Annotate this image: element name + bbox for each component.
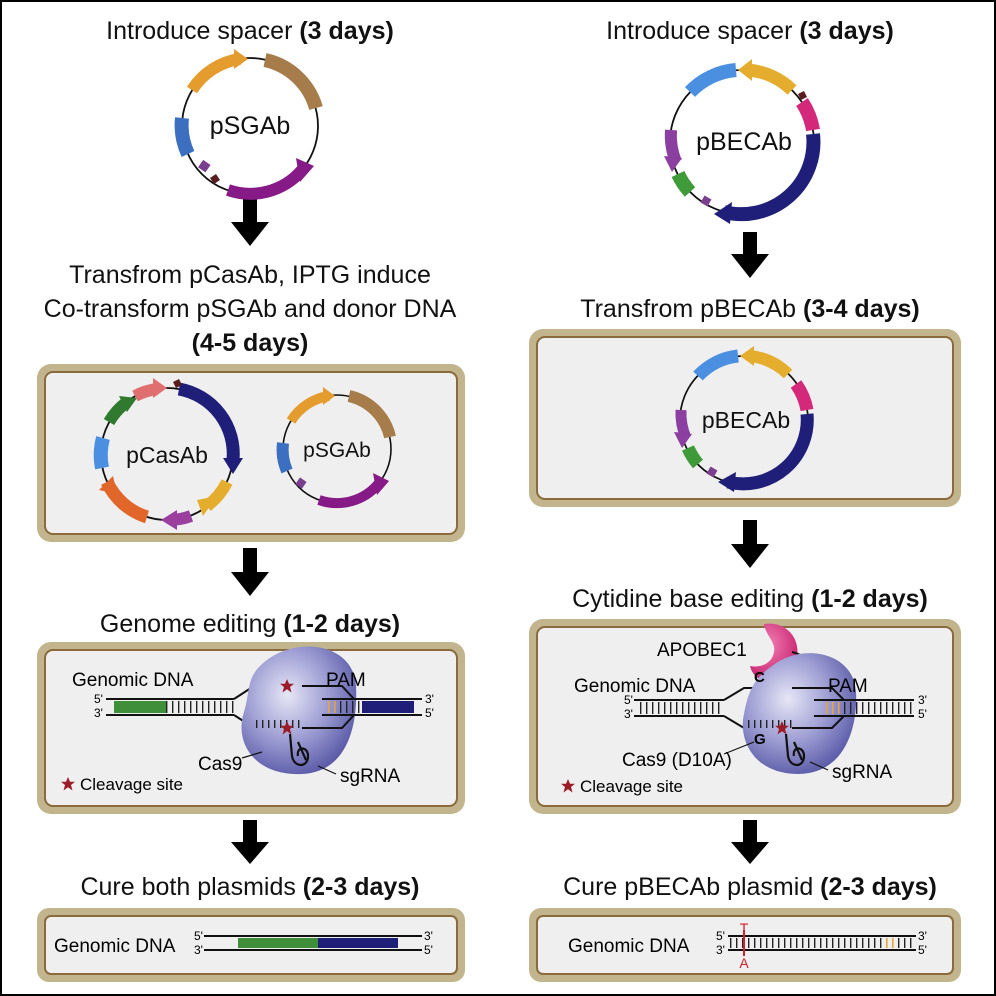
down-arrow-icon bbox=[731, 520, 769, 568]
down-arrow-icon bbox=[231, 548, 269, 596]
svg-text:5': 5' bbox=[918, 943, 927, 957]
down-arrow-icon bbox=[731, 232, 769, 278]
right-step3-title: Cytidine base editing (1-2 days) bbox=[572, 585, 928, 613]
right-editing-diagram: APOBEC1 Genomic DNA 5' 3' 3' 5' C bbox=[561, 623, 927, 796]
base-c-label: C bbox=[754, 669, 765, 686]
left-step3-title: Genome editing (1-2 days) bbox=[99, 610, 401, 638]
plasmid-icon: pSGAb bbox=[276, 387, 396, 509]
sgrna-label: sgRNA bbox=[340, 766, 401, 787]
sgrna-label: sgRNA bbox=[832, 762, 893, 783]
left-step2-time: (4-5 days) bbox=[191, 329, 309, 357]
plasmid-icon: pSGAb bbox=[174, 49, 323, 200]
down-arrow-icon bbox=[231, 198, 269, 246]
base-g-label: G bbox=[754, 731, 766, 748]
plasmid-icon: pCasAb bbox=[93, 378, 243, 530]
plasmid-label: pBECAb bbox=[696, 128, 792, 156]
pam-label: PAM bbox=[326, 670, 366, 691]
svg-text:3': 3' bbox=[94, 706, 103, 720]
genomic-dna-label: Genomic DNA bbox=[568, 936, 690, 957]
pam-label: PAM bbox=[828, 676, 868, 697]
base-t-label: T bbox=[740, 920, 749, 936]
svg-text:5': 5' bbox=[424, 943, 433, 957]
plasmid-label: pSGAb bbox=[303, 439, 371, 462]
plasmid-label: pBECAb bbox=[702, 407, 790, 433]
svg-text:3': 3' bbox=[424, 929, 433, 943]
svg-text:5': 5' bbox=[624, 693, 633, 707]
plasmid-label: pSGAb bbox=[210, 112, 291, 140]
right-cured-dna: Genomic DNA 5' 3' 3' 5' T A bbox=[568, 920, 927, 971]
plasmid-label: pCasAb bbox=[126, 442, 208, 468]
svg-text:3': 3' bbox=[425, 692, 434, 706]
svg-text:5': 5' bbox=[94, 692, 103, 706]
svg-text:3': 3' bbox=[194, 943, 203, 957]
genomic-dna-label: Genomic DNA bbox=[54, 936, 176, 957]
svg-text:3': 3' bbox=[716, 943, 725, 957]
left-step2-line2: Co-transform pSGAb and donor DNA bbox=[43, 295, 457, 323]
left-step2-line1: Transfrom pCasAb, IPTG induce bbox=[69, 261, 431, 289]
cleavage-label: Cleavage site bbox=[80, 775, 183, 794]
apobec-label: APOBEC1 bbox=[657, 640, 747, 661]
svg-text:5': 5' bbox=[716, 929, 725, 943]
right-panel-transform bbox=[529, 329, 961, 507]
right-step4-title: Cure pBECAb plasmid (2-3 days) bbox=[563, 873, 937, 901]
svg-text:5': 5' bbox=[918, 707, 927, 721]
cas9-label: Cas9 (D10A) bbox=[622, 750, 732, 771]
svg-text:3': 3' bbox=[624, 707, 633, 721]
left-editing-diagram: Genomic DNA 5' 3' 3' 5' bbox=[61, 646, 434, 794]
right-step1-title: Introduce spacer (3 days) bbox=[606, 17, 894, 45]
cleavage-label: Cleavage site bbox=[580, 777, 683, 796]
left-step4-title: Cure both plasmids (2-3 days) bbox=[80, 873, 420, 901]
cas9-protein bbox=[241, 646, 357, 775]
down-arrow-icon bbox=[231, 820, 269, 864]
genomic-dna-label: Genomic DNA bbox=[574, 676, 696, 697]
genomic-dna-label: Genomic DNA bbox=[72, 670, 194, 691]
svg-text:5': 5' bbox=[194, 929, 203, 943]
plasmid-icon: pBECAb bbox=[664, 59, 821, 224]
base-a-label: A bbox=[739, 955, 749, 971]
svg-text:3': 3' bbox=[918, 929, 927, 943]
plasmid-icon: pBECAb bbox=[674, 346, 814, 492]
cas9-label: Cas9 bbox=[198, 754, 242, 775]
left-cured-dna: Genomic DNA 5' 3' 3' 5' bbox=[54, 929, 433, 957]
left-step1-title: Introduce spacer (3 days) bbox=[106, 17, 394, 45]
svg-text:5': 5' bbox=[425, 706, 434, 720]
down-arrow-icon bbox=[731, 820, 769, 864]
svg-text:3': 3' bbox=[918, 693, 927, 707]
right-step2-title: Transfrom pBECAb (3-4 days) bbox=[580, 295, 920, 323]
cas9-protein bbox=[742, 653, 857, 774]
